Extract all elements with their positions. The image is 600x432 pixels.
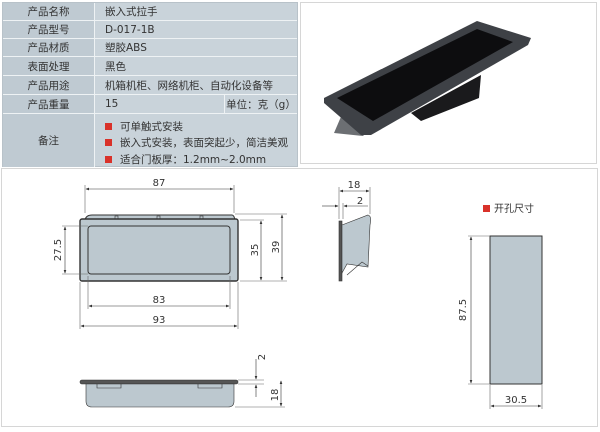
dim-bottom-18: 18 [270,389,281,402]
note-text: 嵌入式安装，表面突起少，简洁美观 [120,137,288,150]
bottom-view [79,359,285,408]
spec-row-model: 产品型号 D-017-1B [3,21,297,39]
bullet-square-icon [483,205,490,212]
spec-label: 产品重量 [3,95,95,113]
note-item: 适合门板厚：1.2mm~2.0mm [105,151,297,168]
spec-value: 机箱机柜、网络机柜、自动化设备等 [105,79,273,92]
dim-83: 83 [153,295,166,306]
cutout-view [468,235,543,409]
dim-bottom-2: 2 [257,354,268,360]
dim-87-5: 87.5 [458,299,469,321]
dim-27-5: 27.5 [53,239,64,261]
dim-30-5: 30.5 [505,395,527,406]
spec-row-weight: 产品重量 15 单位：克（g） [3,95,297,114]
cutout-title: 开孔尺寸 [494,202,534,215]
spec-table: 产品名称 嵌入式拉手 产品型号 D-017-1B 产品材质 塑胶ABS 表面处理… [2,2,298,167]
dim-87: 87 [153,178,166,189]
spec-value: D-017-1B [105,23,155,36]
handle-photo-image [324,21,531,136]
spec-value: 塑胶ABS [105,42,147,54]
spec-row-finish: 表面处理 黑色 [3,57,297,76]
dim-35: 35 [250,244,261,257]
front-view [62,185,287,329]
bullet-square-icon [105,122,112,130]
dim-39: 39 [271,241,282,254]
spec-value: 黑色 [105,60,126,73]
side-view [322,187,371,282]
spec-label: 备注 [3,114,95,167]
spec-row-material: 产品材质 塑胶ABS [3,39,297,57]
dim-93: 93 [153,315,166,326]
spec-label: 产品型号 [3,21,95,38]
spec-label: 产品材质 [3,39,95,56]
note-item: 可单触式安装 [105,118,297,135]
spec-row-notes: 备注 可单触式安装 嵌入式安装，表面突起少，简洁美观 适合门板厚：1.2mm~2… [3,114,297,167]
dimension-drawing: 87 83 93 27.5 35 39 18 2 2 18 开孔尺寸 87.5 … [53,178,543,409]
technical-drawing: 87 83 93 27.5 35 39 18 2 2 18 开孔尺寸 87.5 … [1,168,598,427]
spec-label: 表面处理 [3,57,95,75]
spec-row-name: 产品名称 嵌入式拉手 [3,3,297,21]
dim-side-2: 2 [357,196,363,207]
bullet-square-icon [105,155,112,163]
bullet-square-icon [105,139,112,147]
note-text: 适合门板厚：1.2mm~2.0mm [120,153,267,166]
note-text: 可单触式安装 [120,120,183,133]
weight-unit: 单位：克（g） [224,95,297,113]
spec-value: 15 [105,98,119,110]
spec-label: 产品名称 [3,3,95,20]
product-photo [300,2,597,164]
spec-value: 嵌入式拉手 [105,6,158,18]
notes-list: 可单触式安装 嵌入式安装，表面突起少，简洁美观 适合门板厚：1.2mm~2.0m… [95,114,297,167]
dim-side-18: 18 [348,180,361,191]
spec-label: 产品用途 [3,76,95,94]
note-item: 嵌入式安装，表面突起少，简洁美观 [105,135,297,152]
spec-row-usage: 产品用途 机箱机柜、网络机柜、自动化设备等 [3,76,297,95]
